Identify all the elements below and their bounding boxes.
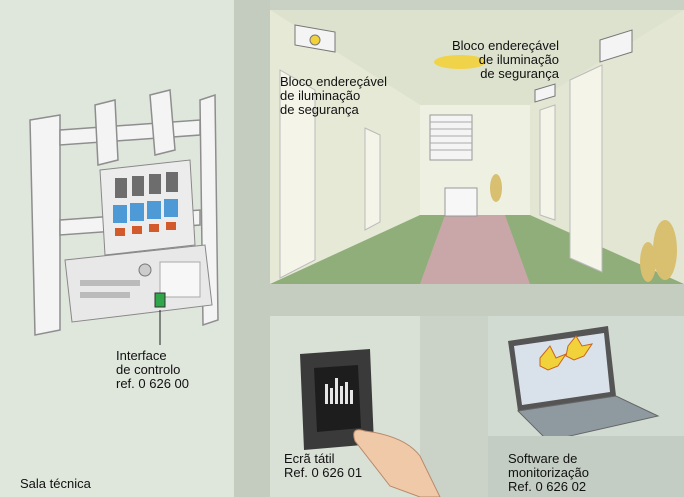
- controller-module: [64, 244, 213, 323]
- emergency-block-right-icon: [599, 29, 633, 63]
- alert-burst-1: [539, 345, 568, 371]
- door-right-2: [539, 104, 556, 221]
- corridor-panel: Bloco endereçável de iluminação de segur…: [270, 10, 684, 284]
- laptop-illustration: [488, 316, 684, 497]
- door-left-2: [364, 127, 381, 231]
- corridor-illustration: [270, 10, 684, 284]
- touch-screen-panel: Ecrã tátil Ref. 0 626 01: [270, 316, 488, 497]
- plant: [490, 174, 677, 282]
- technical-room-panel: Interface de controlo ref. 0 626 00 Sala…: [0, 0, 234, 497]
- door-left-1: [279, 69, 316, 279]
- touch-screen-illustration: [270, 316, 488, 497]
- floor-runner: [420, 215, 530, 284]
- ceiling-light: [434, 55, 486, 69]
- monitoring-software-label: Software de monitorização Ref. 0 626 02: [508, 451, 589, 494]
- radiator: [444, 187, 478, 217]
- touch-screen-label: Ecrã tátil Ref. 0 626 01: [284, 451, 363, 480]
- control-interface-label: Interface de controlo ref. 0 626 00: [116, 348, 189, 391]
- monitoring-panel: Software de monitorização Ref. 0 626 02: [488, 316, 684, 497]
- alert-burst-2: [565, 335, 594, 361]
- top-strip: [234, 0, 684, 10]
- laptop-base: [516, 395, 660, 442]
- door-right-1: [569, 64, 603, 273]
- technical-room-label: Sala técnica: [20, 476, 91, 491]
- wall-divider-vertical: [234, 0, 270, 497]
- control-interface-illustration: [29, 89, 219, 345]
- emergency-block-left-label: Bloco endereçável de iluminação de segur…: [280, 74, 387, 117]
- emergency-block-left-icon: [294, 24, 336, 53]
- emergency-block-right-label: Bloco endereçável de iluminação de segur…: [452, 38, 559, 81]
- wall-divider-horizontal: [270, 284, 684, 316]
- hand: [353, 429, 441, 497]
- emergency-block-center-icon: [534, 83, 556, 103]
- right-wall: [530, 10, 684, 284]
- circuit-breakers: [99, 159, 196, 256]
